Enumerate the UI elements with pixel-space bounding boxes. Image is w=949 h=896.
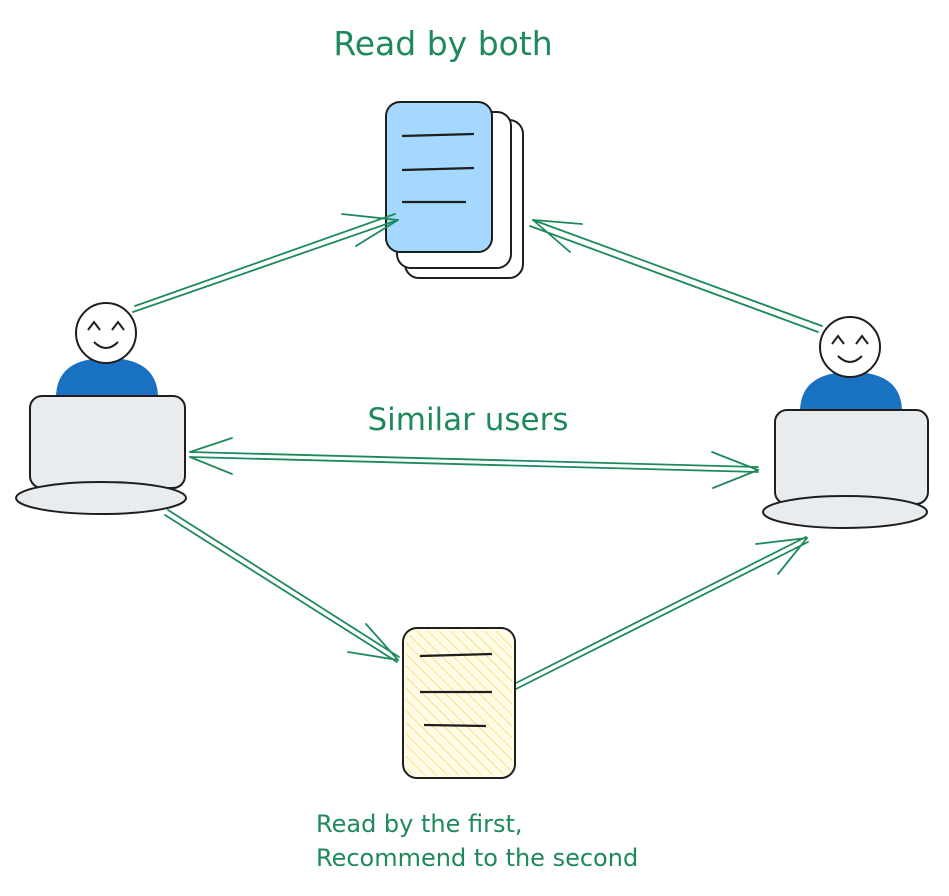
user-body-icon: [56, 358, 158, 398]
user-icon: [75, 302, 137, 364]
laptop-icon: [15, 395, 187, 515]
bottom-label-line1: Read by the first,: [316, 810, 523, 838]
document-stack-icon: [385, 101, 524, 279]
user-icon: [819, 316, 881, 378]
left-user: [15, 302, 187, 515]
arrow-icon: [164, 509, 400, 663]
middle-label: Similar users: [367, 402, 568, 438]
arrow-icon: [513, 536, 809, 690]
top-label: Read by both: [333, 24, 552, 63]
user-body-icon: [800, 372, 902, 412]
arrow-icon: [132, 213, 399, 313]
arrow-icon: [189, 437, 759, 489]
arrow-icon: [529, 219, 823, 333]
bottom-label-line2: Recommend to the second: [316, 844, 638, 872]
document-icon: [402, 627, 516, 779]
laptop-icon: [762, 409, 929, 529]
right-user: [762, 316, 929, 529]
